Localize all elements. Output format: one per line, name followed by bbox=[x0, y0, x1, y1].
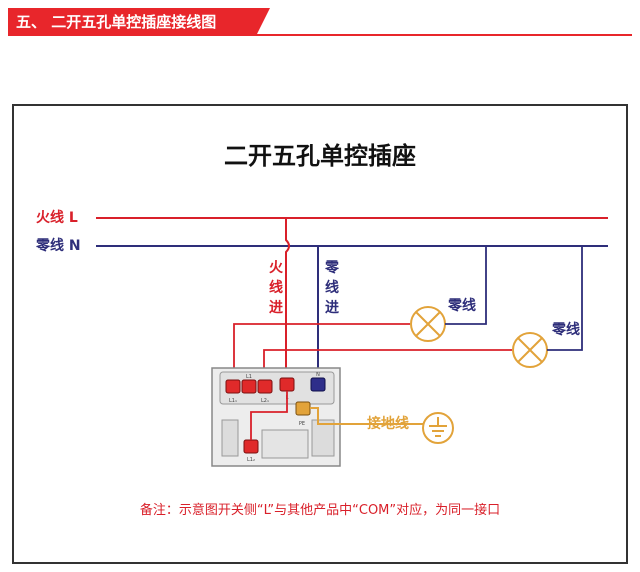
terminal-l11 bbox=[225, 379, 241, 394]
diagram-title: 二开五孔单控插座 bbox=[224, 142, 416, 170]
section-title: 五、 二开五孔单控插座接线图 bbox=[8, 8, 270, 36]
ground-wire bbox=[310, 407, 424, 425]
ground-mark-icon bbox=[429, 417, 447, 437]
ground-label: 接地线 bbox=[367, 415, 409, 432]
neutral-in-char-1: 零 bbox=[324, 259, 340, 276]
lamp1-neutral-label: 零线 bbox=[447, 297, 476, 314]
terminal-l12 bbox=[243, 439, 259, 454]
terminal-l11-label: L1₁ bbox=[229, 398, 237, 404]
lamp2-cross-icon bbox=[517, 337, 543, 363]
diagram-note: 备注：示意图开关侧“L”与其他产品中“COM”对应，为同一接口 bbox=[140, 502, 500, 518]
terminal-l1-label: L1 bbox=[246, 374, 252, 380]
terminal-pe-label: PE bbox=[299, 421, 305, 427]
lamp2-return-wire bbox=[547, 246, 583, 351]
live-in-char-1: 火 bbox=[269, 260, 284, 276]
internal-link-wire bbox=[250, 391, 288, 440]
live-in-char-3: 进 bbox=[269, 300, 283, 316]
terminal-l2 bbox=[257, 379, 273, 394]
lamp2-neutral-label: 零线 bbox=[551, 321, 580, 338]
neutral-in-char-3: 进 bbox=[325, 300, 339, 316]
terminal-l1 bbox=[241, 379, 257, 394]
terminal-n-label: N bbox=[316, 372, 320, 378]
lamp1-cross-icon bbox=[415, 311, 441, 337]
lamp1-return-wire bbox=[445, 246, 487, 325]
terminal-pe bbox=[295, 401, 311, 416]
neutral-line-label: 零线 N bbox=[35, 237, 81, 254]
live-in-char-2: 线 bbox=[269, 279, 283, 296]
terminal-l2-label: L2₁ bbox=[261, 398, 269, 404]
live-line-label: 火线 L bbox=[36, 209, 78, 226]
terminal-l12-label: L1₂ bbox=[247, 457, 255, 463]
lamp1-feed-wire bbox=[233, 323, 410, 378]
terminal-l bbox=[279, 377, 295, 392]
terminal-n bbox=[310, 377, 326, 392]
live-in-wire bbox=[285, 218, 290, 378]
section-header: 五、 二开五孔单控插座接线图 bbox=[8, 8, 632, 42]
neutral-in-char-2: 线 bbox=[325, 279, 339, 296]
ground-symbol-icon bbox=[422, 412, 454, 444]
header-underline bbox=[256, 34, 632, 36]
